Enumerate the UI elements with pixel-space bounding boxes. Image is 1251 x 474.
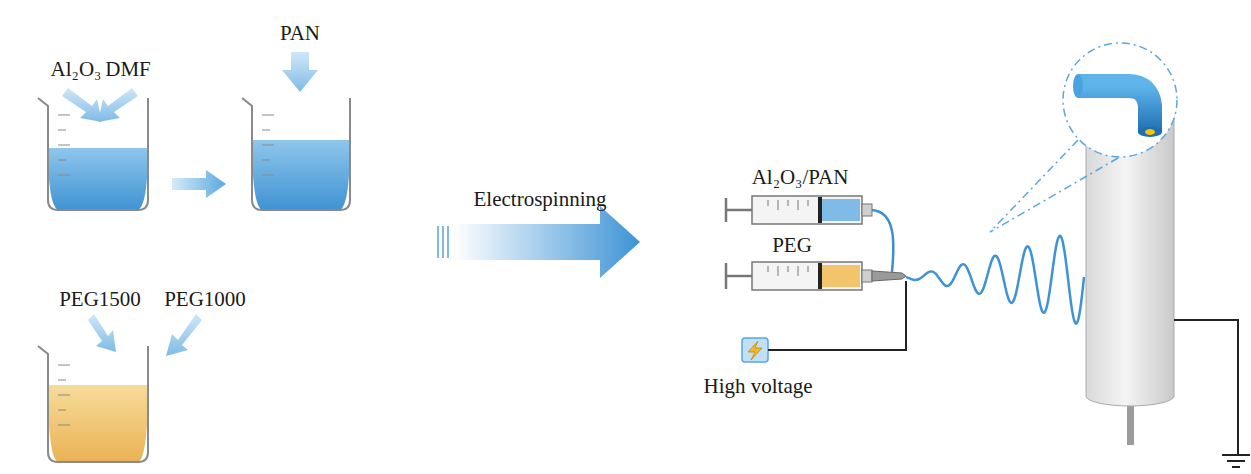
step-arrow — [172, 170, 226, 198]
label: PEG1000 — [164, 288, 246, 311]
label: PAN — [280, 22, 320, 45]
input-arrow — [166, 314, 202, 356]
power-supply — [742, 338, 768, 362]
input-arrow — [98, 88, 138, 122]
beaker-outline — [38, 346, 148, 462]
input-arrow — [282, 52, 318, 92]
jet — [906, 236, 1084, 324]
label: Al₂O₃/PAN — [752, 166, 849, 189]
process-arrow — [438, 206, 640, 278]
beaker-outline — [242, 98, 350, 210]
label: Electrospinning — [474, 188, 607, 211]
syringe — [726, 262, 906, 290]
liquid — [48, 148, 148, 210]
label: DMF — [105, 58, 151, 81]
label: PEG1500 — [59, 288, 141, 311]
liquid — [48, 385, 148, 462]
zoom-circle — [1063, 43, 1177, 157]
scale-marks — [262, 115, 274, 175]
syringe — [726, 196, 872, 224]
scale-marks — [58, 365, 70, 425]
label: Al₂O₃ — [51, 58, 102, 81]
scale-marks — [58, 115, 70, 175]
ground-symbol — [1222, 455, 1250, 467]
core-shell-fiber — [1073, 74, 1162, 137]
feed-tube — [872, 210, 893, 272]
beaker — [38, 346, 148, 462]
wire — [768, 281, 906, 350]
wire — [1174, 320, 1238, 455]
input-arrow — [88, 314, 116, 352]
beaker — [242, 98, 350, 210]
label: High voltage — [703, 375, 812, 398]
label: PEG — [772, 234, 812, 257]
zoom-lines — [990, 140, 1118, 232]
input-arrow — [62, 88, 102, 122]
